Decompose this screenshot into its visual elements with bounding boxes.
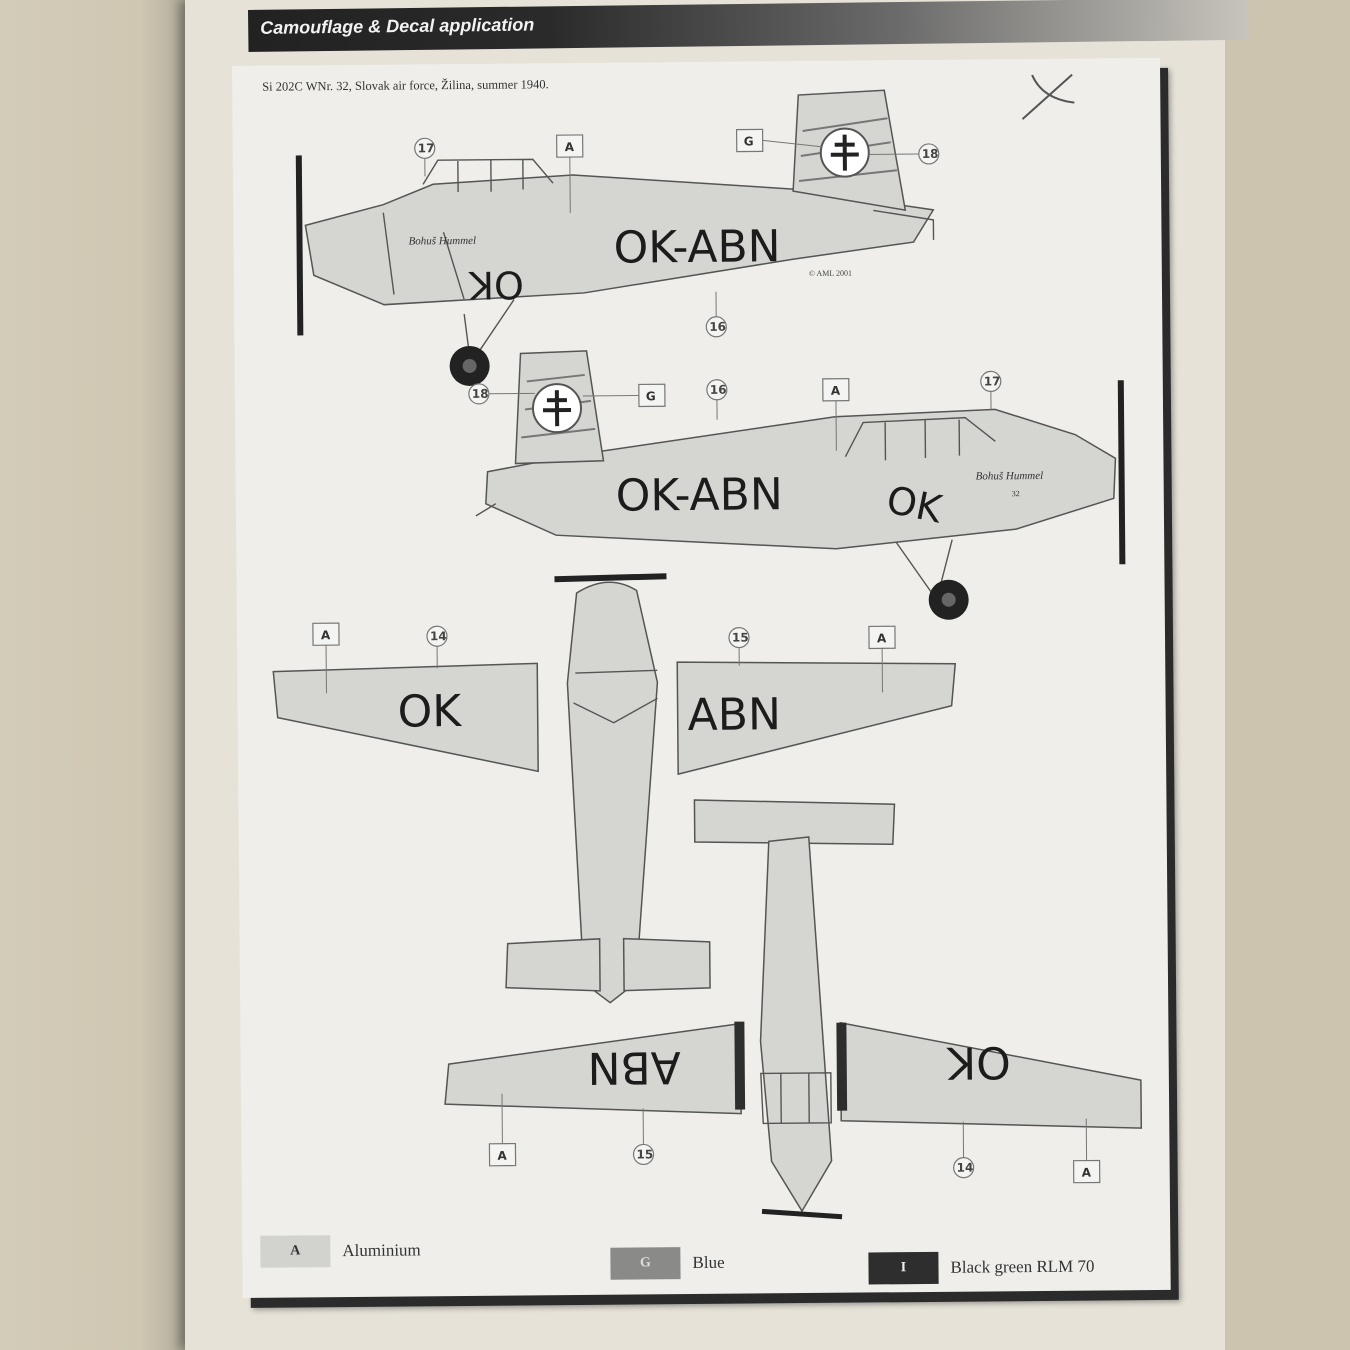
background-surface <box>0 0 200 1350</box>
copyright-note: © AML 2001 <box>809 269 852 278</box>
svg-text:A: A <box>877 631 887 645</box>
registration-cowl-1: OK <box>468 262 524 306</box>
svg-text:17: 17 <box>984 374 1001 388</box>
legend-aluminium: A Aluminium <box>260 1234 421 1268</box>
svg-text:G: G <box>646 389 656 403</box>
decal-panel: Si 202C WNr. 32, Slovak air force, Žilin… <box>232 57 1171 1298</box>
svg-text:A: A <box>1082 1166 1092 1180</box>
callout-17-top: 17 <box>414 137 436 177</box>
callout-a-top: A <box>556 134 584 214</box>
nose-number: 32 <box>1012 489 1020 498</box>
registration-cowl-2: OK <box>883 477 947 531</box>
registration-wing-top-left: OK <box>397 686 462 738</box>
svg-text:14: 14 <box>430 629 447 643</box>
svg-text:A: A <box>565 140 575 154</box>
section-title: Camouflage & Decal application <box>260 14 535 38</box>
legend-swatch-aluminium: A <box>260 1235 331 1268</box>
callout-14-bottom: 14 <box>953 1121 975 1179</box>
side-view-right: OK-ABN OK Bohuš Hummel 32 <box>475 350 1126 620</box>
callout-g-top: G <box>735 128 823 153</box>
svg-text:18: 18 <box>472 387 489 401</box>
callout-a-mid: A <box>822 378 850 451</box>
svg-text:G: G <box>744 134 754 148</box>
svg-text:14: 14 <box>957 1161 974 1175</box>
callout-16-top: 16 <box>705 291 727 338</box>
legend-blue: G Blue <box>610 1247 725 1280</box>
svg-text:A: A <box>321 628 331 642</box>
svg-text:A: A <box>497 1149 507 1163</box>
bottom-view: ABN OK <box>444 799 1143 1220</box>
callout-16-mid: 16 <box>706 379 728 420</box>
legend-swatch-blue: G <box>610 1247 681 1280</box>
registration-wing-bottom-right: OK <box>946 1036 1011 1088</box>
svg-text:16: 16 <box>710 383 727 397</box>
handwritten-x-mark <box>1021 73 1075 120</box>
svg-text:15: 15 <box>732 631 749 645</box>
side-view-left: OK-ABN OK Bohuš Hummel © AML 2001 <box>295 89 935 386</box>
callout-15-topview: 15 <box>728 626 750 666</box>
callout-18-top: 18 <box>868 143 940 165</box>
callout-a-bottom-right: A <box>1072 1118 1101 1184</box>
script-nose-art-2: Bohuš Hummel <box>976 470 1044 483</box>
registration-fuselage-1: OK-ABN <box>613 221 780 273</box>
callout-15-bottom: 15 <box>632 1108 655 1166</box>
callout-a-bottom-left: A <box>488 1093 517 1167</box>
callout-14-topview: 14 <box>426 625 448 669</box>
svg-text:16: 16 <box>709 320 726 334</box>
callout-a-topview-right: A <box>868 625 896 693</box>
callout-g-mid: G <box>582 383 666 408</box>
callout-18-mid: 18 <box>468 383 535 405</box>
svg-text:17: 17 <box>418 141 435 155</box>
legend-label-aluminium: Aluminium <box>342 1240 421 1261</box>
legend-black-green: I Black green RLM 70 <box>868 1251 1095 1285</box>
svg-text:A: A <box>831 384 841 398</box>
callout-a-topview-left: A <box>312 622 340 694</box>
script-nose-art-1: Bohuš Hummel <box>408 235 476 248</box>
legend-swatch-black-green: I <box>868 1251 939 1285</box>
legend-label-blue: Blue <box>692 1252 725 1273</box>
aircraft-drawings: .ln{stroke:#555;stroke-width:1.4;fill:no… <box>272 89 1143 1220</box>
background-surface-right <box>1225 0 1350 1350</box>
top-view: OK ABN <box>272 573 957 1004</box>
svg-text:15: 15 <box>636 1147 653 1161</box>
registration-wing-top-right: ABN <box>687 689 781 741</box>
registration-wing-bottom-left: ABN <box>587 1041 681 1093</box>
registration-fuselage-2: OK-ABN <box>616 469 783 521</box>
svg-text:18: 18 <box>922 147 939 161</box>
legend-label-black-green: Black green RLM 70 <box>950 1256 1095 1277</box>
callout-17-mid: 17 <box>980 370 1002 410</box>
